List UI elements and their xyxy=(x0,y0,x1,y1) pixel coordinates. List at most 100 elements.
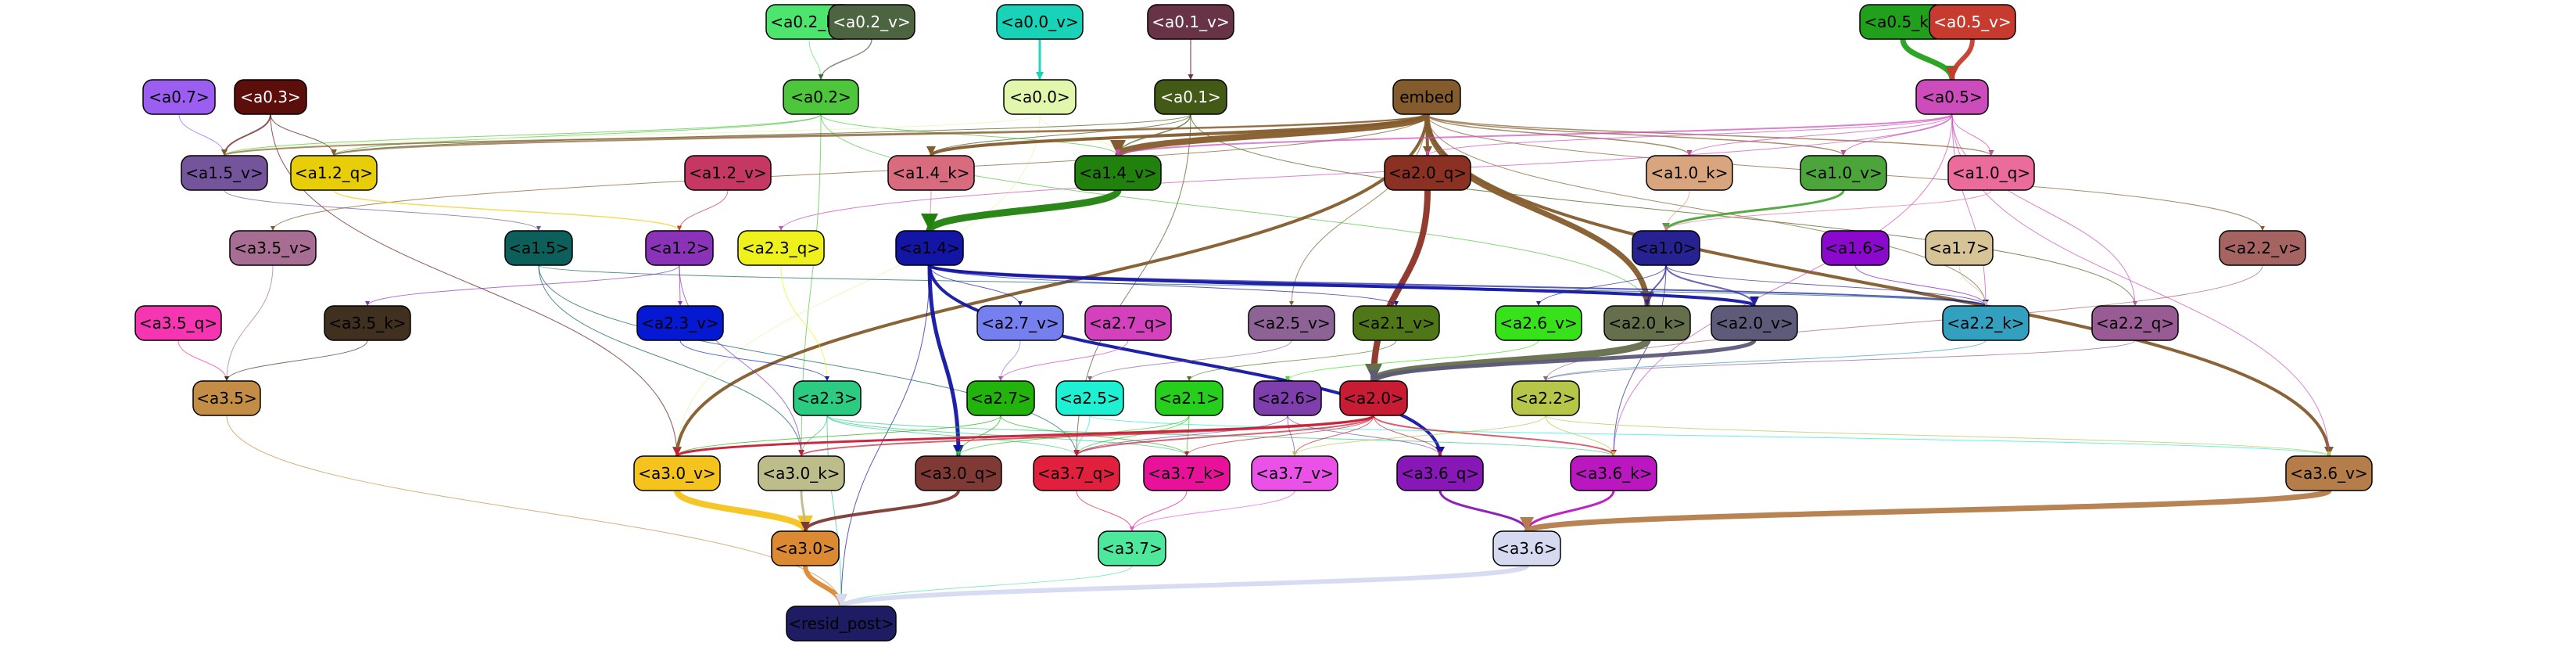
node-a3-6[interactable]: <a3.6> xyxy=(1492,530,1561,566)
node-a0-2-v[interactable]: <a0.2_v> xyxy=(828,4,915,40)
node-a3-0-v[interactable]: <a3.0_v> xyxy=(633,455,721,491)
node-a2-7-q[interactable]: <a2.7_q> xyxy=(1084,305,1172,341)
node-a3-7-q[interactable]: <a3.7_q> xyxy=(1033,455,1120,491)
node-box xyxy=(1003,79,1077,115)
node-label: <a0.1_v> xyxy=(1152,13,1229,31)
node-a1-2[interactable]: <a1.2> xyxy=(645,230,714,266)
node-a3-6-v[interactable]: <a3.6_v> xyxy=(2285,455,2373,491)
arrowhead-a1_0-to-a2_6_v xyxy=(1536,301,1541,306)
node-a2-2-q[interactable]: <a2.2_q> xyxy=(2091,305,2179,341)
node-a0-1[interactable]: <a0.1> xyxy=(1154,79,1227,115)
node-a3-5-q[interactable]: <a3.5_q> xyxy=(134,305,222,341)
node-a1-0[interactable]: <a1.0> xyxy=(1632,230,1700,266)
node-label: <a1.0> xyxy=(1636,239,1696,257)
node-box xyxy=(1055,380,1124,416)
node-a3-7[interactable]: <a3.7> xyxy=(1098,530,1166,566)
node-a0-7[interactable]: <a0.7> xyxy=(142,79,216,115)
node-a2-0[interactable]: <a2.0> xyxy=(1339,380,1408,416)
node-label: <a2.3_v> xyxy=(641,314,718,332)
edge-a2_1_v-to-a2_1 xyxy=(1188,340,1397,382)
node-a2-0-k[interactable]: <a2.0_k> xyxy=(1603,305,1691,341)
node-a3-0-k[interactable]: <a3.0_k> xyxy=(758,455,845,491)
node-resid-post[interactable]: <resid_post> xyxy=(786,606,897,642)
node-a1-2-v[interactable]: <a1.2_v> xyxy=(684,155,772,191)
edge-a2_0-to-a3_6_q xyxy=(1373,415,1441,457)
node-label: <a1.0_k> xyxy=(1650,164,1728,182)
node-box xyxy=(1711,305,1798,341)
node-label: embed xyxy=(1399,88,1453,106)
node-a1-4-v[interactable]: <a1.4_v> xyxy=(1074,155,1162,191)
node-a3-6-q[interactable]: <a3.6_q> xyxy=(1396,455,1484,491)
node-a1-2-q[interactable]: <a1.2_q> xyxy=(290,155,378,191)
node-a0-1-v[interactable]: <a0.1_v> xyxy=(1147,4,1234,40)
node-a2-7-v[interactable]: <a2.7_v> xyxy=(976,305,1064,341)
node-box xyxy=(1947,155,2035,191)
node-a1-5-v[interactable]: <a1.5_v> xyxy=(181,155,268,191)
node-a0-5-v[interactable]: <a0.5_v> xyxy=(1929,4,2016,40)
node-a0-5-k[interactable]: <a0.5_k> xyxy=(1859,4,1947,40)
node-a2-6-v[interactable]: <a2.6_v> xyxy=(1495,305,1582,341)
node-a2-1[interactable]: <a2.1> xyxy=(1155,380,1224,416)
node-a3-5-k[interactable]: <a3.5_k> xyxy=(324,305,411,341)
node-a3-6-k[interactable]: <a3.6_k> xyxy=(1570,455,1657,491)
arrowhead-embed-to-a3_5_v xyxy=(270,226,275,231)
arrowhead-a1_2-to-a3_5_k xyxy=(365,301,370,306)
node-a2-1-v[interactable]: <a2.1_v> xyxy=(1352,305,1440,341)
node-a1-4-k[interactable]: <a1.4_k> xyxy=(887,155,975,191)
node-box xyxy=(1074,155,1162,191)
arrowhead-embed-to-a1_2_q xyxy=(331,149,337,156)
node-a2-5-v[interactable]: <a2.5_v> xyxy=(1248,305,1335,341)
node-a1-0-v[interactable]: <a1.0_v> xyxy=(1800,155,1887,191)
node-a0-5[interactable]: <a0.5> xyxy=(1915,79,1989,115)
node-a2-6[interactable]: <a2.6> xyxy=(1253,380,1322,416)
edge-a2_2-to-a3_6_k xyxy=(1545,415,1614,457)
node-a2-3-q[interactable]: <a2.3_q> xyxy=(737,230,825,266)
edge-a0_5-to-a2_0_q xyxy=(1427,113,1953,156)
node-a1-5[interactable]: <a1.5> xyxy=(504,230,573,266)
node-box xyxy=(324,305,411,341)
node-a3-5-v[interactable]: <a3.5_v> xyxy=(229,230,317,266)
node-box xyxy=(1248,305,1335,341)
node-a2-2-k[interactable]: <a2.2_k> xyxy=(1942,305,2030,341)
node-a3-0[interactable]: <a3.0> xyxy=(771,530,840,566)
arrowhead-embed-to-a1_4_k xyxy=(926,146,936,156)
node-a3-0-q[interactable]: <a3.0_q> xyxy=(915,455,1002,491)
node-a2-3-v[interactable]: <a2.3_v> xyxy=(636,305,724,341)
edge-a2_2-to-a3_6_v xyxy=(1545,415,2330,457)
node-label: <a2.5> xyxy=(1059,389,1120,408)
edge-a1_5-to-a3_0_k xyxy=(538,264,802,457)
edge-a1_4-to-a2_0_v xyxy=(928,264,1756,307)
node-label: <a3.0> xyxy=(775,539,836,558)
node-a2-2-v[interactable]: <a2.2_v> xyxy=(2219,230,2306,266)
node-label: <a2.5_v> xyxy=(1252,314,1330,332)
node-a2-5[interactable]: <a2.5> xyxy=(1055,380,1124,416)
node-a1-6[interactable]: <a1.6> xyxy=(1821,230,1890,266)
node-a3-7-k[interactable]: <a3.7_k> xyxy=(1143,455,1231,491)
node-a2-7[interactable]: <a2.7> xyxy=(966,380,1035,416)
node-a2-3[interactable]: <a2.3> xyxy=(793,380,862,416)
node-a2-0-q[interactable]: <a2.0_q> xyxy=(1384,155,1471,191)
edge-embed-to-a3_0_v xyxy=(675,113,1428,457)
node-a0-0-v[interactable]: <a0.0_v> xyxy=(996,4,1084,40)
node-a0-3[interactable]: <a0.3> xyxy=(234,79,307,115)
node-a3-5[interactable]: <a3.5> xyxy=(192,380,261,416)
node-a0-2[interactable]: <a0.2> xyxy=(783,79,859,115)
node-a1-0-k[interactable]: <a1.0_k> xyxy=(1646,155,1733,191)
edge-a2_0-to-a3_6_k xyxy=(1373,415,1614,457)
node-a3-7-v[interactable]: <a3.7_v> xyxy=(1251,455,1338,491)
edge-a0_5-to-a1_0_v xyxy=(1843,113,1953,156)
node-box xyxy=(1925,230,1994,266)
node-box xyxy=(1396,455,1484,491)
node-box xyxy=(758,455,845,491)
node-a1-0-q[interactable]: <a1.0_q> xyxy=(1947,155,2035,191)
node-a2-0-v[interactable]: <a2.0_v> xyxy=(1711,305,1798,341)
node-a2-2[interactable]: <a2.2> xyxy=(1511,380,1580,416)
node-box xyxy=(229,230,317,266)
node-label: <a2.1_v> xyxy=(1357,314,1435,332)
node-embed[interactable]: embed xyxy=(1392,79,1461,115)
node-a1-4[interactable]: <a1.4> xyxy=(895,230,964,266)
arrowhead-a0_0_v-to-a0_0 xyxy=(1036,72,1044,80)
node-a0-0[interactable]: <a0.0> xyxy=(1003,79,1077,115)
node-a1-7[interactable]: <a1.7> xyxy=(1925,230,1994,266)
